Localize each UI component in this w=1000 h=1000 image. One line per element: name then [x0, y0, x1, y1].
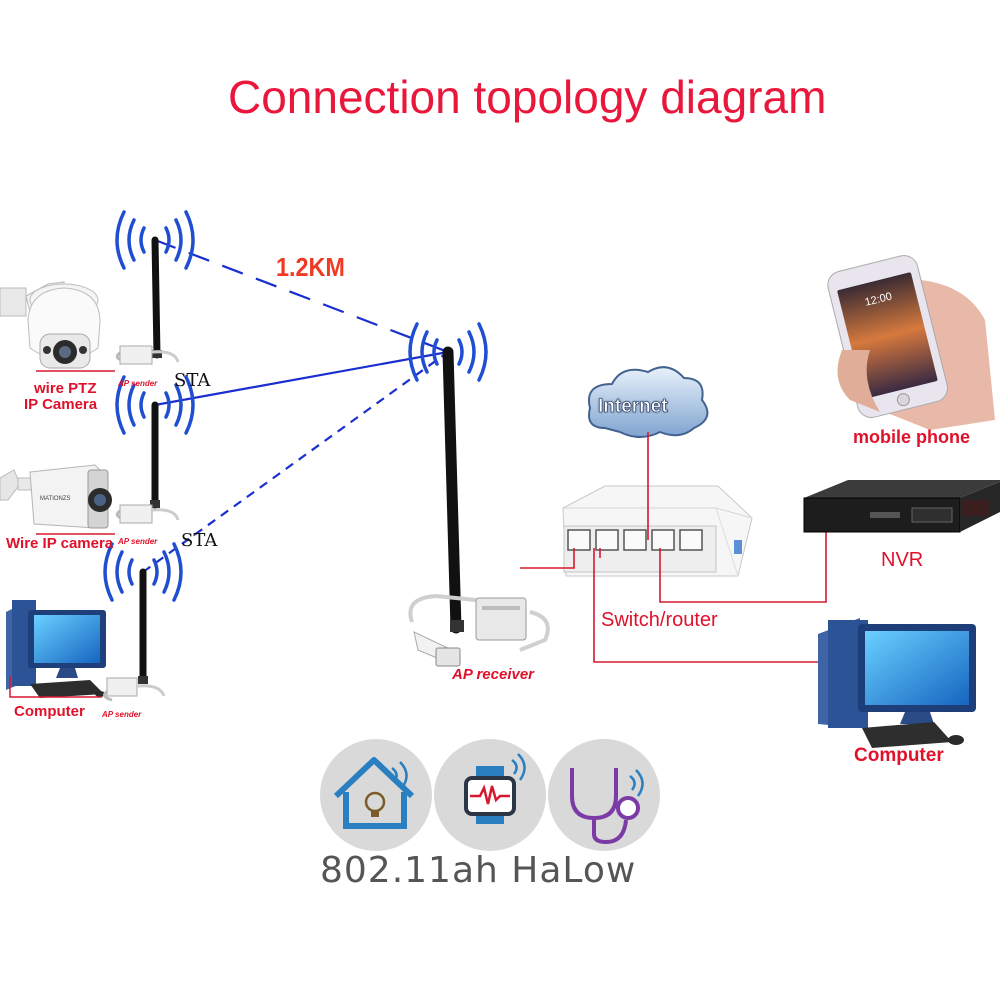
- bullet-camera-icon: MATIONZS: [0, 464, 112, 529]
- wifi-waves-camera-icon: [115, 375, 195, 435]
- antenna-ptz: [151, 236, 162, 359]
- svg-text:MATIONZS: MATIONZS: [40, 496, 71, 502]
- ap-sender-box-2: [115, 504, 180, 524]
- antenna-computer: [138, 568, 148, 684]
- mobile-phone-icon: 12:00: [827, 255, 995, 430]
- ap-receiver-label: AP receiver: [452, 666, 535, 683]
- ap-sender-box-1: [115, 345, 180, 365]
- halow-footer-text: 802.11ah HaLow: [320, 850, 637, 891]
- diagram-title: Connection topology diagram: [228, 71, 827, 123]
- ap-sender-box-3: [103, 677, 166, 702]
- mobile-phone-label: mobile phone: [853, 427, 970, 447]
- ptz-camera-label-line1: wire PTZ: [34, 380, 97, 397]
- wire-camera-label: Wire IP camera: [6, 535, 114, 552]
- ap-receiver-box: [408, 593, 550, 667]
- distance-label: 1.2KM: [276, 252, 345, 282]
- nvr-label: NVR: [881, 549, 924, 571]
- antenna-camera: [150, 401, 160, 509]
- antenna-ap-receiver: [442, 346, 464, 634]
- ptz-camera-label: wire PTZ IP Camera: [24, 381, 97, 413]
- internet-label: Internet: [598, 396, 668, 418]
- computer-left-label: Computer: [14, 703, 85, 720]
- smartwatch-icon: [434, 739, 546, 851]
- ap-sender-label-3: AP sender: [102, 710, 142, 719]
- wire-ap-switch: [520, 548, 575, 569]
- computer-right-label: Computer: [854, 745, 944, 766]
- wire-switch-computer: [593, 548, 828, 663]
- sta-label-2: STA: [181, 530, 218, 551]
- wired-links: [520, 432, 828, 663]
- ap-sender-label-2: AP sender: [118, 537, 158, 546]
- ptz-camera-label-line2: IP Camera: [24, 396, 98, 413]
- smart-home-icon: [320, 739, 432, 851]
- nvr-icon: [803, 480, 1000, 533]
- computer-right-icon: [818, 618, 976, 748]
- computer-left-icon: [6, 600, 106, 698]
- wireless-links: [142, 238, 449, 573]
- wifi-waves-ptz-icon: [115, 210, 195, 270]
- wire-switch-nvr: [659, 530, 827, 603]
- wifi-waves-computer-icon: [103, 542, 183, 602]
- ptz-camera-icon: [0, 281, 101, 369]
- link-ptz-to-ap: [154, 238, 449, 354]
- sta-label-1: STA: [174, 370, 211, 391]
- ap-sender-label-1: AP sender: [118, 379, 158, 388]
- internet-cloud-icon: [588, 366, 709, 438]
- link-camera-to-ap: [154, 350, 449, 407]
- wifi-waves-ap-icon: [408, 322, 488, 382]
- stethoscope-icon: [548, 739, 660, 851]
- switch-router-label: Switch/router: [601, 609, 718, 631]
- switch-ports: [567, 529, 703, 551]
